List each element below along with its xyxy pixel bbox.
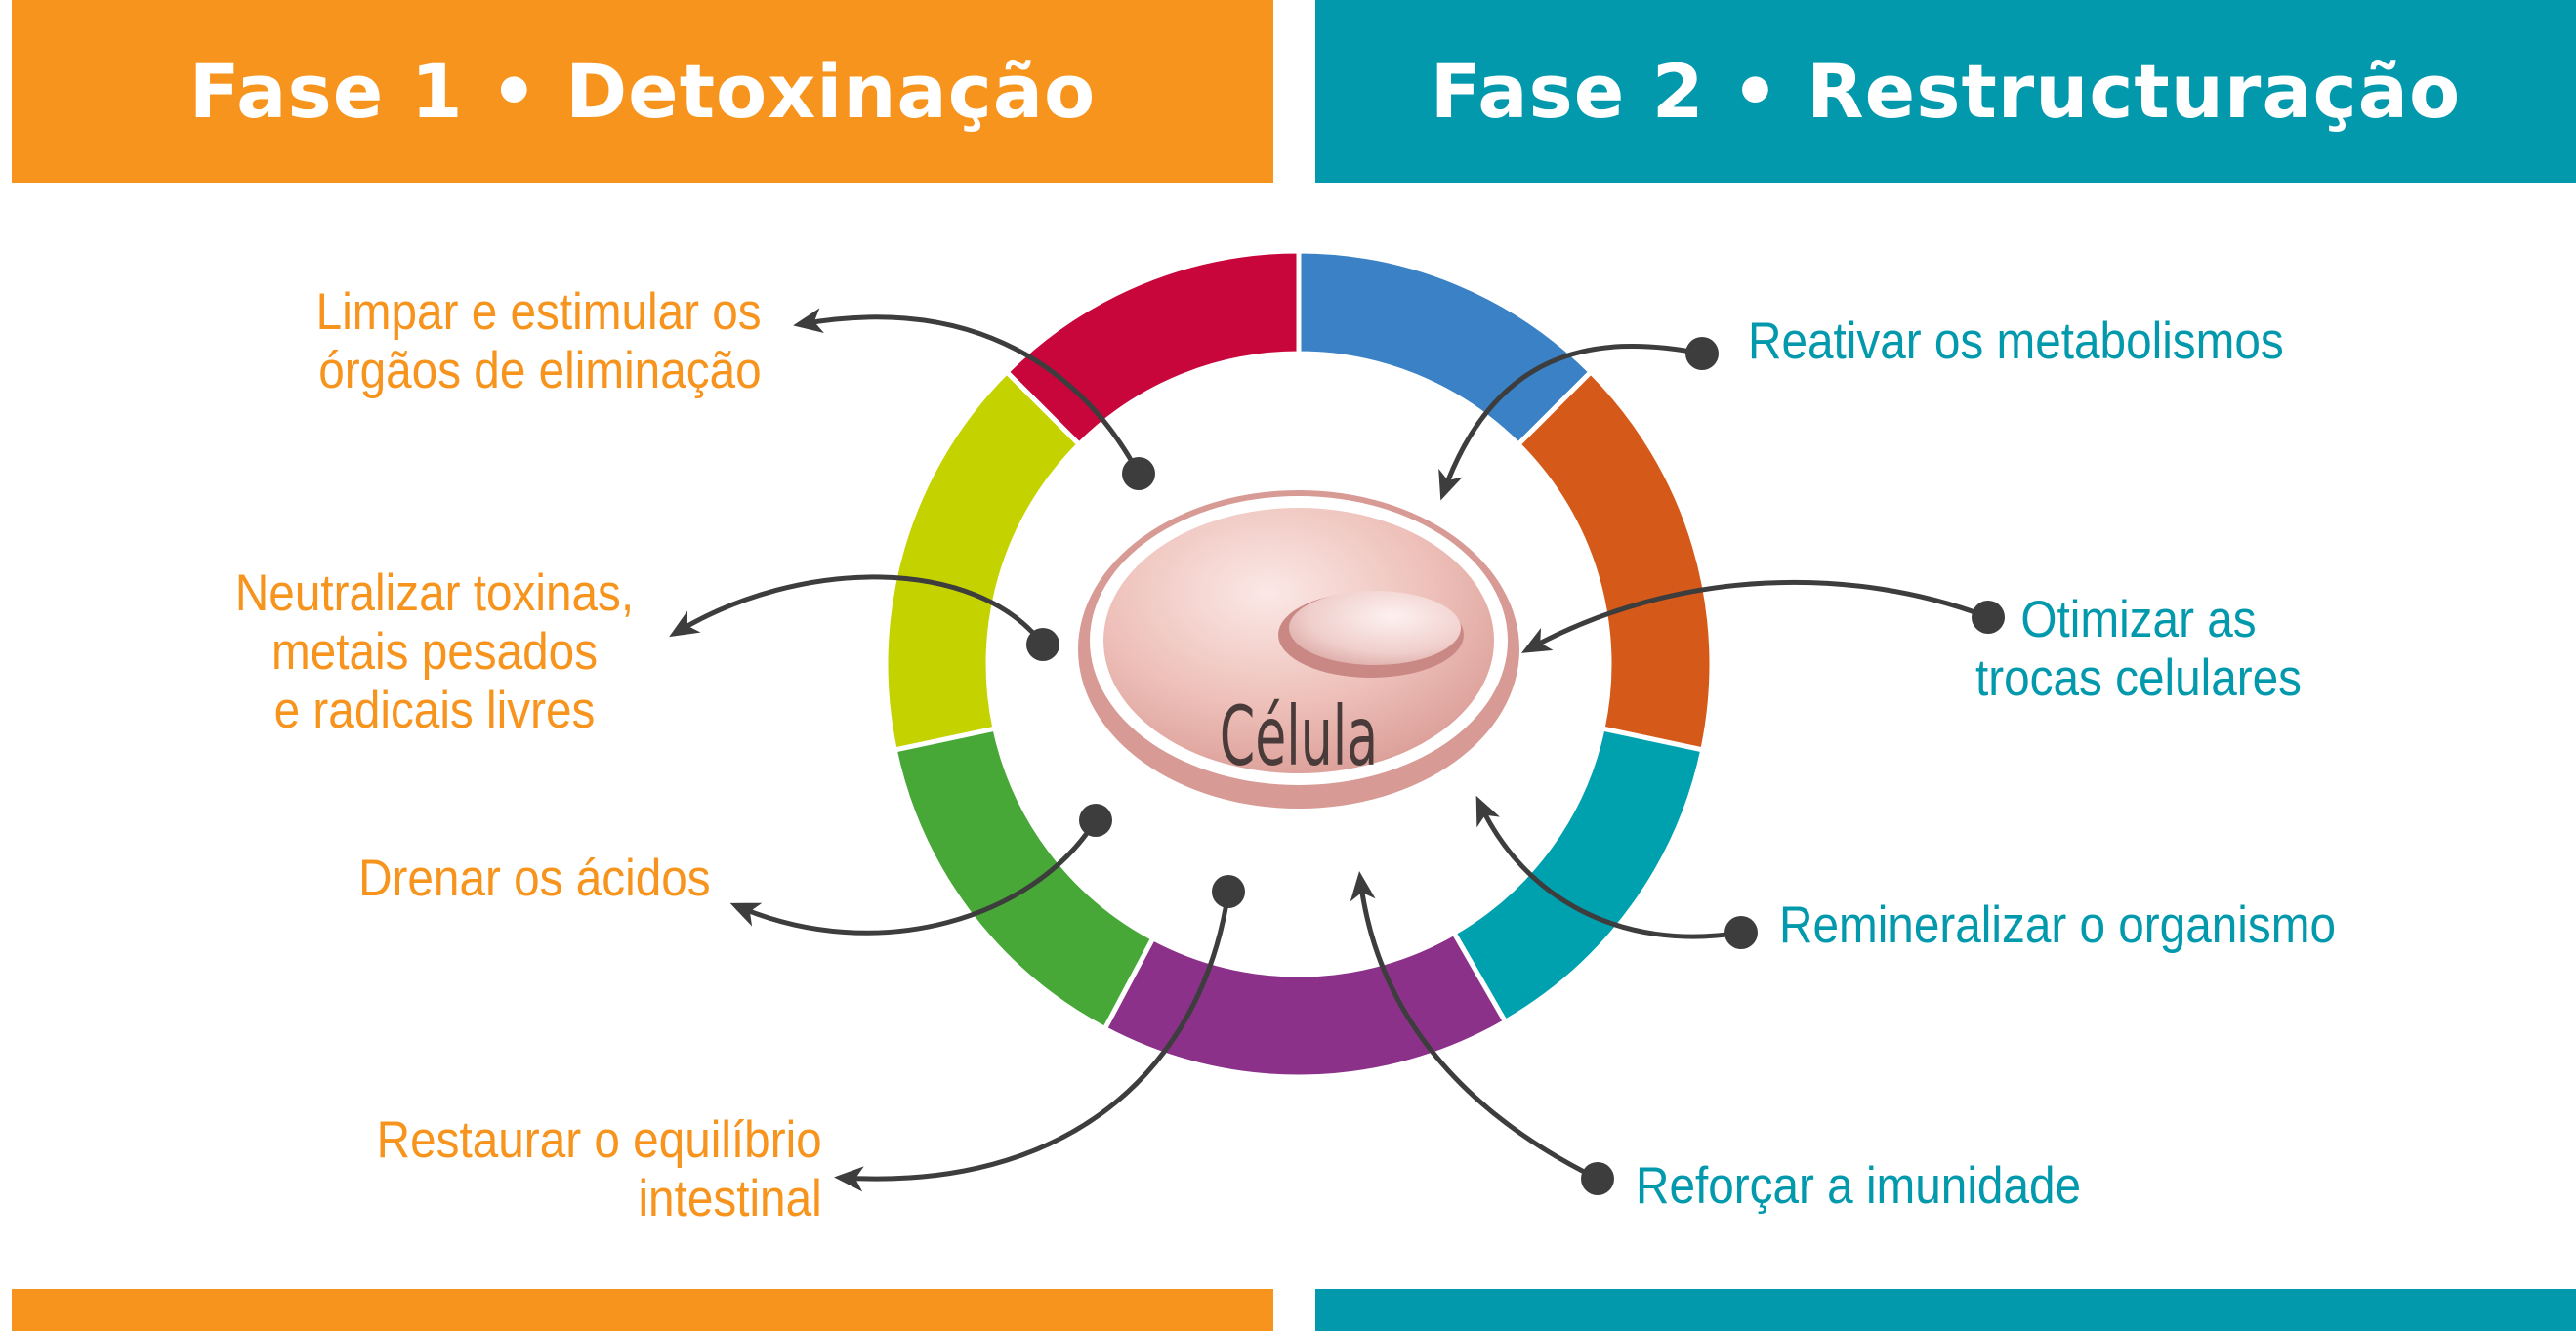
arrow-neutralize-dot: [1026, 628, 1059, 661]
arrow-clean-dot: [1122, 457, 1155, 490]
label-optimize-cell-exchanges: Otimizar as trocas celulares: [1974, 591, 2303, 707]
arrow-exchanges: [1520, 579, 1989, 653]
ring-segment-teal: [1450, 726, 1706, 1025]
arrow-intestinal: [834, 891, 1231, 1192]
arrow-intestinal-dot: [1212, 875, 1245, 908]
arrow-drain-dot: [1079, 804, 1112, 837]
arrow-neutralize: [669, 574, 1045, 646]
ring-segment-green: [892, 726, 1157, 1032]
ring-segment-purple: [1101, 929, 1509, 1080]
phase-1-title: Fase 1 • Detoxinação: [188, 48, 1097, 135]
label-clean-elimination-organs: Limpar e estimular os órgãos de eliminaç…: [316, 283, 762, 399]
label-reactivate-metabolisms: Reativar os metabolismos: [1748, 312, 2284, 370]
arrow-metabolisms-dot: [1685, 337, 1719, 370]
phase-2-footer-bar: [1315, 1289, 2576, 1331]
label-neutralize-toxins: Neutralizar toxinas, metais pesados e ra…: [234, 564, 635, 739]
arrow-exchanges-dot: [1972, 601, 2005, 634]
color-ring: [883, 248, 1715, 1080]
label-remineralize-organism: Remineralizar o organismo: [1779, 896, 2336, 954]
phase-1-footer-bar: [12, 1289, 1273, 1331]
label-drain-acids: Drenar os ácidos: [358, 850, 711, 907]
label-restore-intestinal-balance: Restaurar o equilíbrio intestinal: [376, 1111, 822, 1227]
phase-1-header-bar: [12, 0, 1273, 183]
arrow-immunity: [1350, 871, 1600, 1182]
cell-label: Célula: [1219, 688, 1379, 784]
arrow-drain: [729, 818, 1099, 936]
arrow-clean: [793, 308, 1142, 476]
connector-arrows: [669, 308, 2005, 1195]
phase-2-header-bar: [1315, 0, 2576, 183]
arrow-immunity-dot: [1581, 1162, 1614, 1195]
ring-segment-orange: [1515, 368, 1715, 753]
arrow-remineralize-dot: [1724, 916, 1758, 949]
label-strengthen-immunity: Reforçar a imunidade: [1636, 1157, 2082, 1215]
cell-body: [1078, 490, 1519, 809]
arrow-remineralize: [1475, 795, 1742, 939]
ring-segment-lime: [883, 368, 1083, 753]
arrow-metabolisms: [1438, 344, 1703, 501]
phase-2-title: Fase 2 • Restructuração: [1430, 48, 2462, 135]
